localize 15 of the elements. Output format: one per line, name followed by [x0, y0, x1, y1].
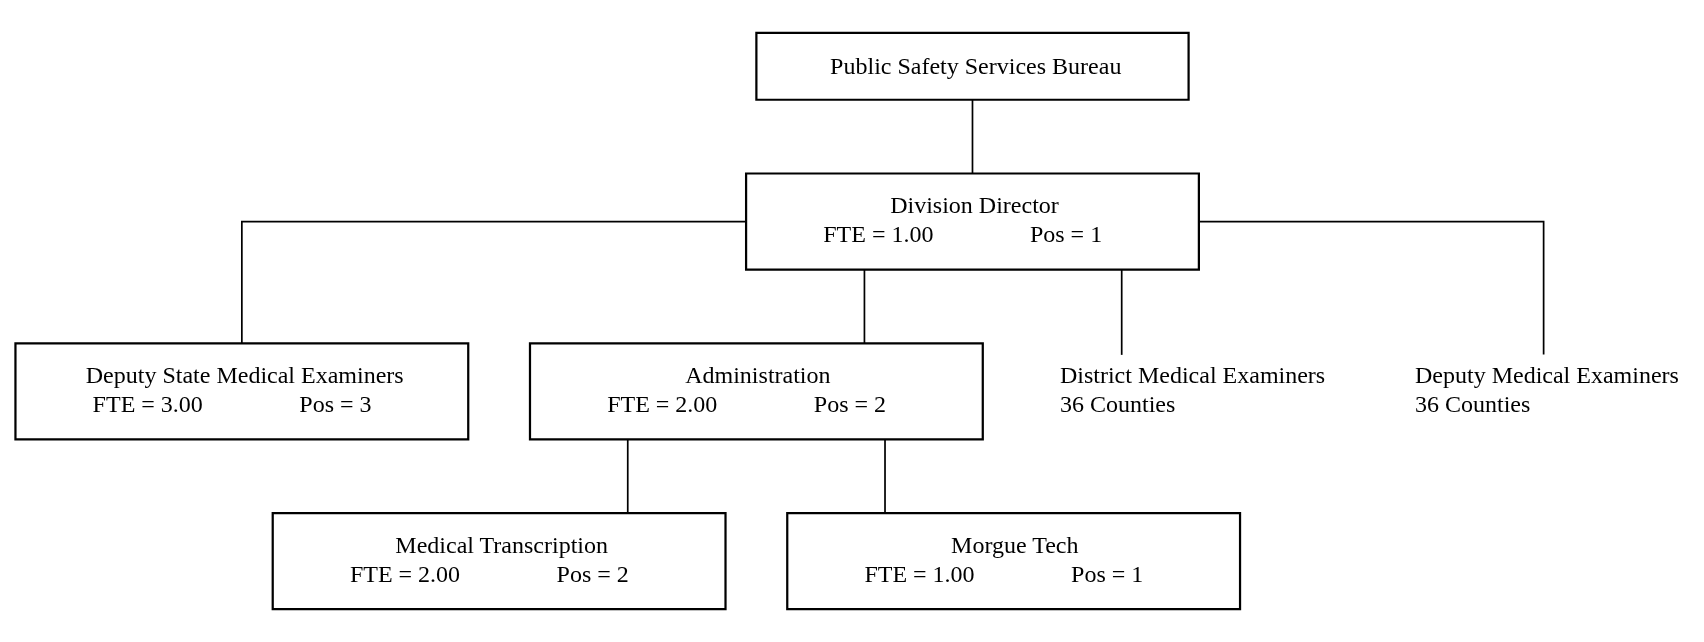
- node-text: Deputy Medical Examiners 36 Counties: [1414, 362, 1679, 418]
- node-box: Medical Transcription FTE = 2.00 Pos = 2: [271, 511, 727, 611]
- connector: [241, 220, 747, 344]
- node-box: Division Director FTE = 1.00 Pos = 1: [744, 172, 1200, 271]
- connector: [1198, 220, 1545, 356]
- node-box: Administration FTE = 2.00 Pos = 2: [528, 342, 984, 441]
- connector: [884, 438, 886, 514]
- node-box: Deputy State Medical Examiners FTE = 3.00 Pos = 3: [14, 342, 470, 441]
- connector: [626, 438, 629, 514]
- node-text: District Medical Examiners 36 Counties: [1059, 362, 1326, 418]
- node-box: Morgue Tech FTE = 1.00 Pos = 1: [786, 511, 1242, 611]
- node-box: Public Safety Services Bureau: [755, 31, 1190, 101]
- connector: [971, 99, 974, 175]
- connector: [1120, 268, 1123, 356]
- connector: [863, 268, 866, 344]
